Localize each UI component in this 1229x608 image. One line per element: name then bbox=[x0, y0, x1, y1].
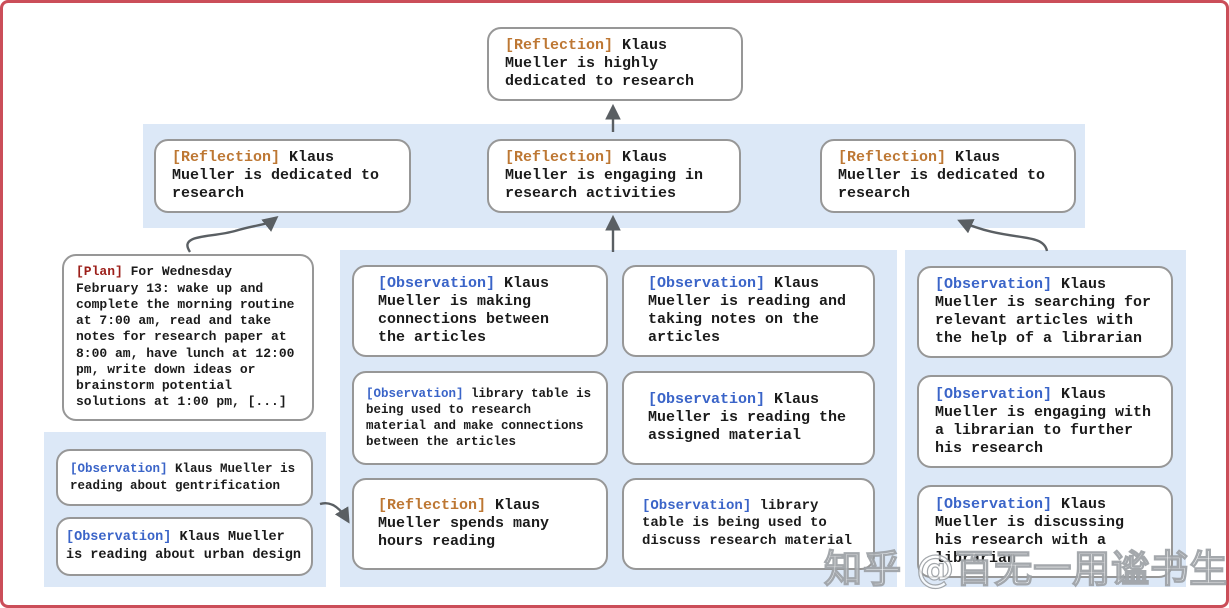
reflection-tag: [Reflection] bbox=[172, 149, 281, 166]
observation-tag: [Observation] bbox=[935, 495, 1053, 513]
reflection-tag: [Reflection] bbox=[505, 149, 614, 166]
node-text: Klaus Mueller is highly dedicated to res… bbox=[505, 37, 695, 90]
observation-tag: [Observation] bbox=[935, 385, 1053, 403]
node-observation-searching-articles: [Observation] Klaus Mueller is searching… bbox=[917, 266, 1173, 358]
node-reflection-hours-reading: [Reflection] Klaus Mueller spends many h… bbox=[352, 478, 608, 570]
node-reflection-left: [Reflection] Klaus Mueller is dedicated … bbox=[154, 139, 411, 213]
node-text: library table is being used to discuss r… bbox=[642, 497, 853, 549]
node-text: Klaus Mueller is engaging with a librari… bbox=[935, 385, 1152, 457]
observation-tag: [Observation] bbox=[935, 276, 1053, 293]
observation-tag: [Observation] bbox=[642, 497, 752, 514]
node-text: Klaus Mueller is engaging in research ac… bbox=[505, 149, 704, 202]
observation-tag: [Observation] bbox=[366, 386, 464, 401]
node-text: Klaus Mueller is reading about gentrific… bbox=[70, 462, 296, 493]
node-root-reflection: [Reflection] Klaus Mueller is highly ded… bbox=[487, 27, 743, 101]
node-text: library table is being used to research … bbox=[366, 386, 592, 450]
node-observation-taking-notes: [Observation] Klaus Mueller is reading a… bbox=[622, 265, 875, 357]
observation-tag: [Observation] bbox=[648, 391, 766, 408]
node-text: Klaus Mueller is reading the assigned ma… bbox=[648, 391, 847, 444]
reflection-tag: [Reflection] bbox=[505, 37, 614, 54]
node-plan: [Plan] For Wednesday February 13: wake u… bbox=[62, 254, 314, 421]
node-text: Klaus Mueller is dedicated to research bbox=[172, 149, 380, 202]
node-text: Klaus Mueller is discussing his research… bbox=[935, 495, 1125, 567]
node-text: Klaus Mueller spends many hours reading bbox=[378, 497, 550, 550]
node-text: Klaus Mueller is reading about urban des… bbox=[66, 529, 301, 563]
node-observation-engaging-librarian: [Observation] Klaus Mueller is engaging … bbox=[917, 375, 1173, 468]
node-text: For Wednesday February 13: wake up and c… bbox=[76, 264, 295, 410]
reflection-tag: [Reflection] bbox=[378, 497, 487, 514]
node-observation-library-table-discuss: [Observation] library table is being use… bbox=[622, 478, 875, 570]
node-observation-urban-design: [Observation] Klaus Mueller is reading a… bbox=[56, 517, 313, 576]
node-observation-gentrification: [Observation] Klaus Mueller is reading a… bbox=[56, 449, 313, 506]
node-text: Klaus Mueller is dedicated to research bbox=[838, 149, 1046, 202]
observation-tag: [Observation] bbox=[70, 462, 168, 477]
node-observation-assigned-material: [Observation] Klaus Mueller is reading t… bbox=[622, 371, 875, 465]
observation-tag: [Observation] bbox=[648, 275, 766, 292]
node-text: Klaus Mueller is searching for relevant … bbox=[935, 276, 1152, 347]
node-observation-library-table-research: [Observation] library table is being use… bbox=[352, 371, 608, 465]
reflection-tag: [Reflection] bbox=[838, 149, 947, 166]
node-observation-making-connections: [Observation] Klaus Mueller is making co… bbox=[352, 265, 608, 357]
node-observation-discussing-research: [Observation] Klaus Mueller is discussin… bbox=[917, 485, 1173, 578]
observation-tag: [Observation] bbox=[66, 529, 172, 545]
node-text: Klaus Mueller is reading and taking note… bbox=[648, 275, 847, 346]
plan-tag: [Plan] bbox=[76, 264, 123, 280]
node-reflection-middle: [Reflection] Klaus Mueller is engaging i… bbox=[487, 139, 741, 213]
node-text: Klaus Mueller is making connections betw… bbox=[378, 275, 550, 346]
observation-tag: [Observation] bbox=[378, 275, 496, 292]
node-reflection-right: [Reflection] Klaus Mueller is dedicated … bbox=[820, 139, 1076, 213]
